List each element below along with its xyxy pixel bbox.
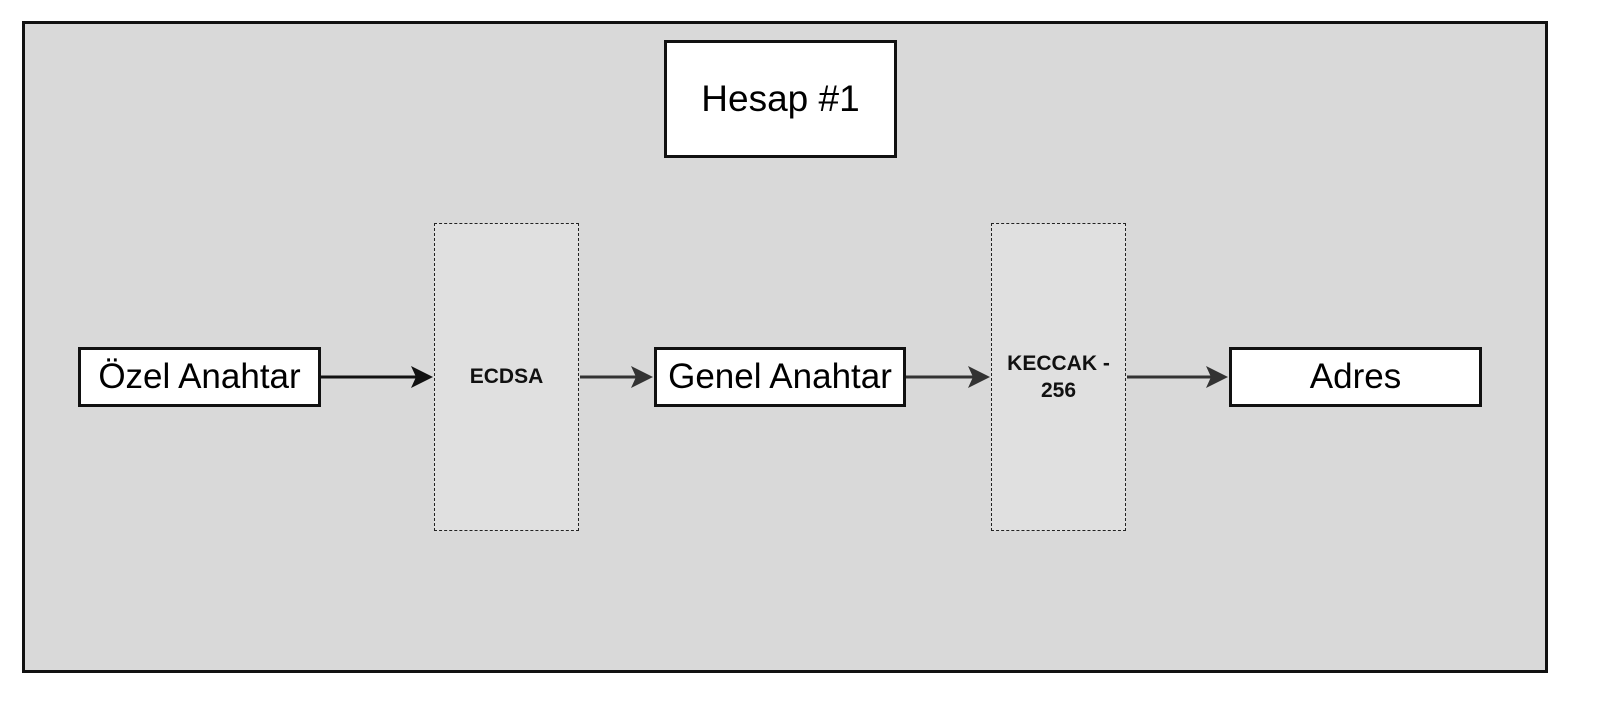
- account-title: Hesap #1: [664, 40, 897, 158]
- keccak-process: KECCAK - 256: [991, 223, 1126, 531]
- address-node: Adres: [1229, 347, 1482, 407]
- ecdsa-process: ECDSA: [434, 223, 579, 531]
- private-key-node: Özel Anahtar: [78, 347, 321, 407]
- public-key-node: Genel Anahtar: [654, 347, 906, 407]
